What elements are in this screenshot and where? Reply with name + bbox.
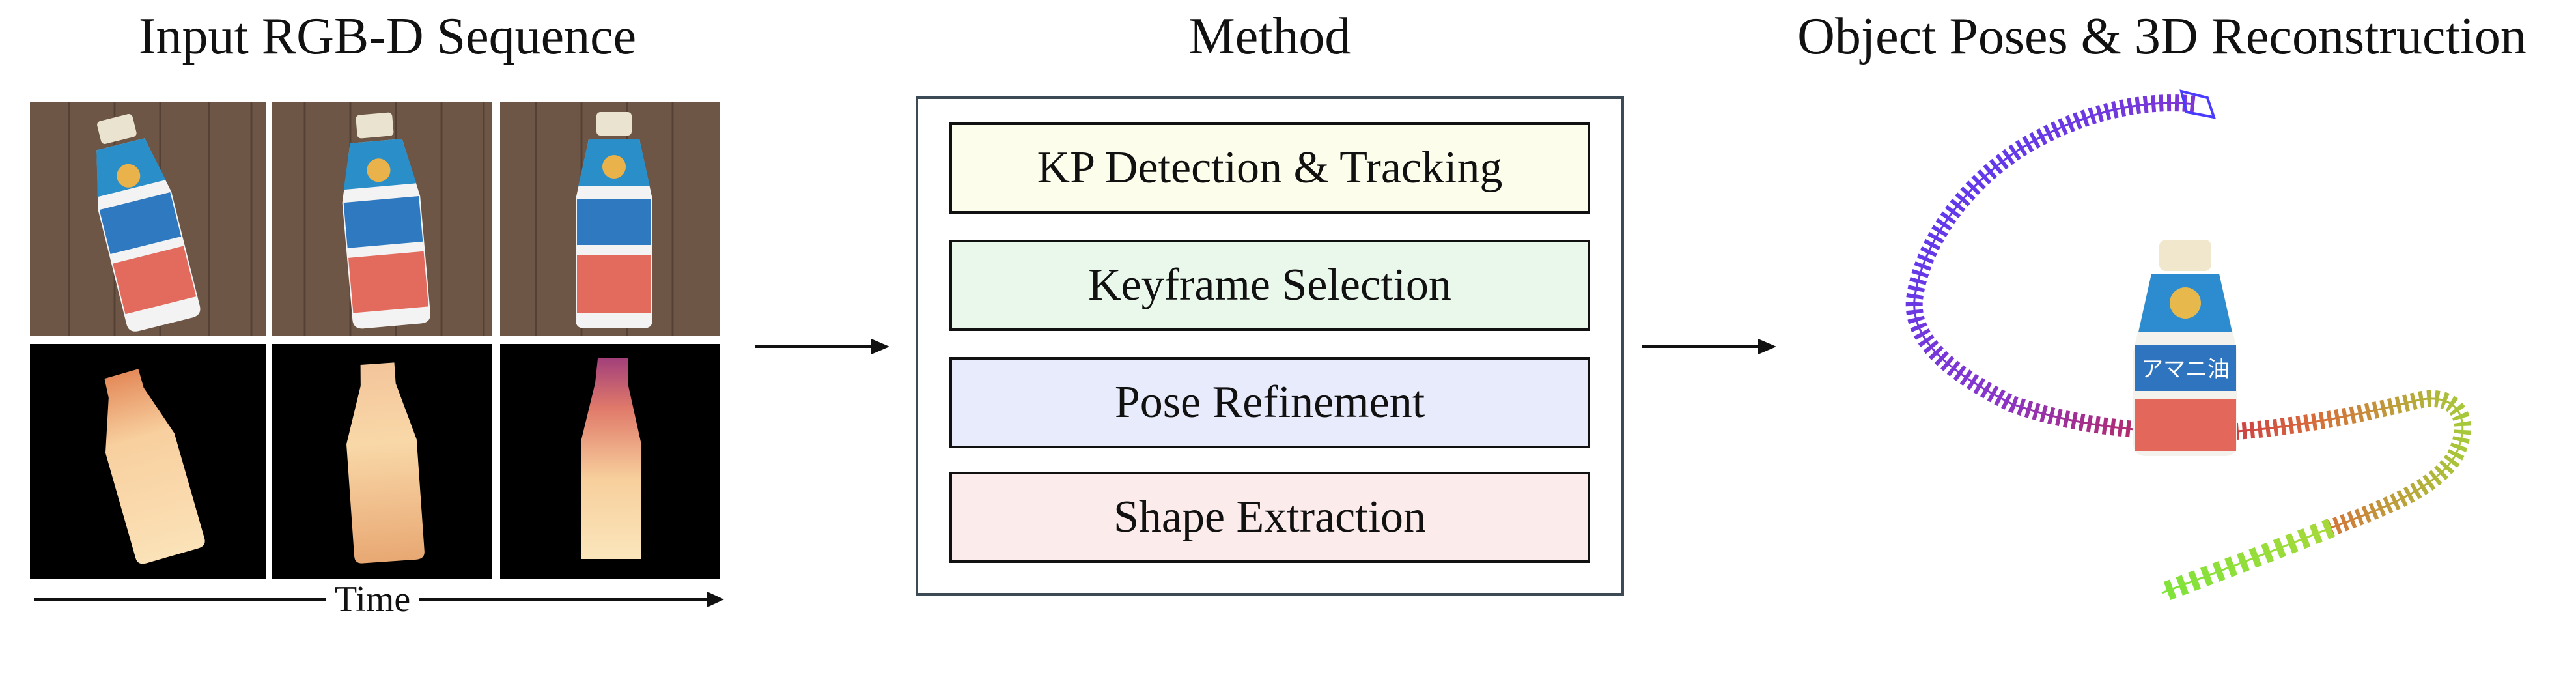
output-heading: Object Poses & 3D Reconstruction (1797, 8, 2527, 65)
arrow-input-to-method (755, 339, 889, 354)
arrow-method-to-output (1642, 339, 1776, 354)
depth-frame-2 (272, 344, 492, 579)
step-keyframe-selection-label: Keyframe Selection (1088, 260, 1451, 310)
step-pose-refinement: Pose Refinement (949, 357, 1590, 448)
method-box: KP Detection & Tracking Keyframe Selecti… (916, 96, 1624, 596)
step-shape-extraction: Shape Extraction (949, 472, 1590, 563)
bottle-label: アマニ油 (2141, 356, 2230, 382)
step-pose-refinement-label: Pose Refinement (1114, 377, 1425, 427)
depth-frame-1 (30, 344, 266, 579)
step-kp-detection-label: KP Detection & Tracking (1037, 143, 1503, 193)
step-shape-extraction-label: Shape Extraction (1113, 492, 1427, 542)
input-heading: Input RGB-D Sequence (138, 8, 637, 65)
rgb-frame-2 (272, 102, 492, 336)
step-keyframe-selection: Keyframe Selection (949, 240, 1590, 331)
reconstruction-view: アマニ油 (1905, 89, 2471, 603)
time-label: Time (326, 580, 420, 619)
depth-frame-3 (500, 344, 720, 579)
camera-trajectory (1905, 89, 2471, 603)
step-kp-detection: KP Detection & Tracking (949, 122, 1590, 214)
rgb-frame-3 (500, 102, 720, 336)
rgb-frame-1 (30, 102, 266, 336)
method-heading: Method (1188, 8, 1351, 65)
reconstructed-object: アマニ油 (2133, 240, 2237, 456)
